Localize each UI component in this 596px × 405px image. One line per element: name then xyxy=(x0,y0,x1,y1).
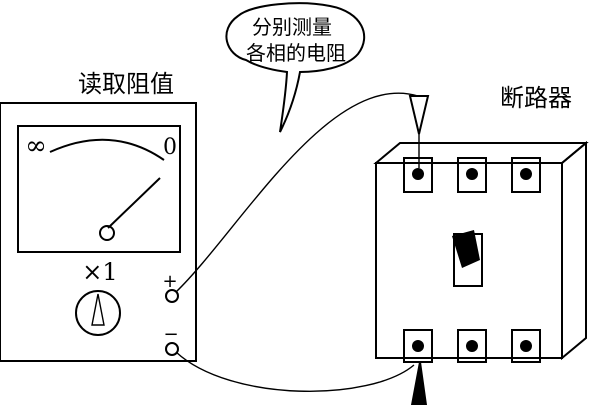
breaker-top-face xyxy=(373,142,589,164)
callout-text-line1: 分别测量 xyxy=(252,15,332,39)
terminal-bottom-3[interactable] xyxy=(511,329,541,363)
meter-needle xyxy=(107,177,161,229)
terminal-plus-label: + xyxy=(162,271,177,292)
meter-body xyxy=(0,102,197,362)
terminal-negative[interactable] xyxy=(165,342,179,356)
breaker-front-face xyxy=(375,162,563,359)
callout-bubble: 分别测量 各相的电阻 xyxy=(225,2,366,133)
terminal-bottom-1[interactable] xyxy=(403,329,433,363)
terminal-positive[interactable] xyxy=(165,289,179,303)
scale-zero-label: 0 xyxy=(163,135,177,160)
terminal-top-2[interactable] xyxy=(457,157,487,193)
knob-pointer-icon xyxy=(91,293,105,326)
breaker-title: 断路器 xyxy=(500,84,572,112)
scale-infinity-label: ∞ xyxy=(25,131,47,161)
range-label: ×1 xyxy=(82,258,117,286)
probe-negative[interactable] xyxy=(410,361,428,405)
probe-positive[interactable] xyxy=(408,95,430,168)
callout-text-line2: 各相的电阻 xyxy=(246,41,346,65)
breaker-side-face xyxy=(561,140,587,361)
meter-dial-window xyxy=(17,125,181,253)
meter-title: 读取阻值 xyxy=(78,70,174,98)
needle-pivot xyxy=(99,225,115,241)
multimeter: ∞ 0 ×1 + − xyxy=(0,102,197,362)
breaker-toggle-lever[interactable] xyxy=(452,230,483,287)
test-lead-positive xyxy=(175,92,419,293)
terminal-top-1[interactable] xyxy=(403,157,433,193)
circuit-breaker xyxy=(373,140,589,363)
test-lead-negative xyxy=(175,351,415,392)
terminal-minus-label: − xyxy=(163,324,178,345)
meter-scale-arc xyxy=(49,138,165,161)
terminal-top-3[interactable] xyxy=(511,157,541,193)
terminal-bottom-2[interactable] xyxy=(457,329,487,363)
range-selector-knob[interactable] xyxy=(75,290,121,336)
